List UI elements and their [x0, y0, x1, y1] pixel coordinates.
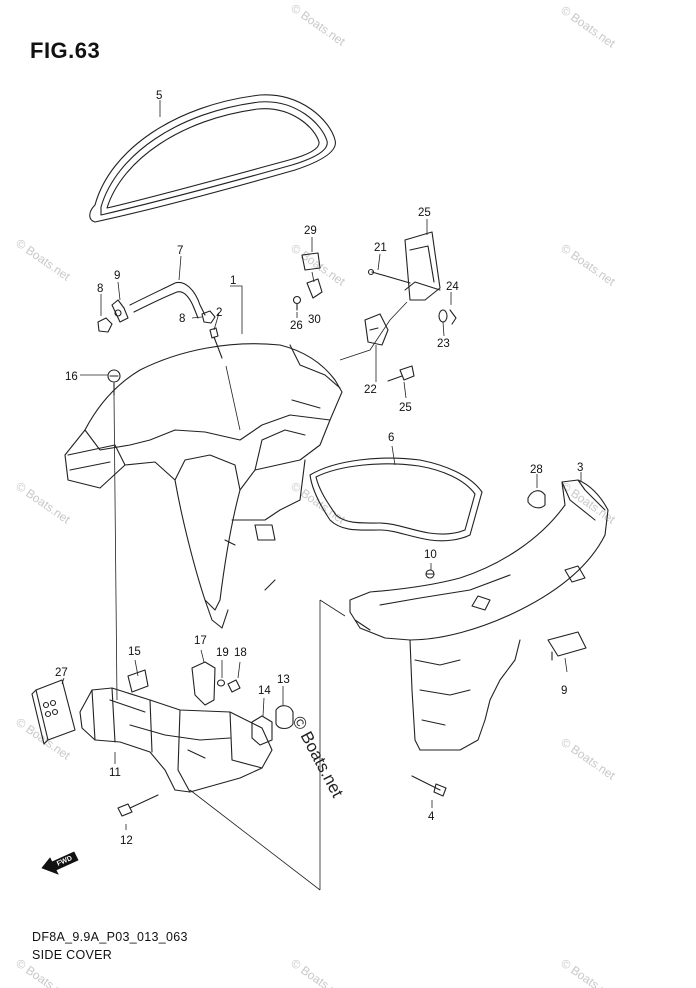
figure-name: SIDE COVER — [32, 948, 113, 962]
leader-lines — [61, 100, 582, 891]
callout-number: 9 — [561, 685, 567, 697]
bolt-26-part — [387, 365, 415, 382]
callout-number: 4 — [428, 811, 435, 823]
figure-title: FIG.63 — [30, 38, 101, 63]
callout-number: 8 — [179, 313, 185, 325]
watermark: © Boats.net — [288, 1, 348, 49]
grommet-15-part — [251, 715, 273, 746]
callout-number: 27 — [55, 667, 68, 679]
nut-part — [97, 310, 216, 333]
side-cover-left-part — [64, 343, 343, 629]
callout-number: 22 — [364, 384, 377, 396]
callout-labels: 5 25 29 21 7 9 1 24 8 2 8 26 30 23 16 22… — [55, 90, 583, 847]
callout-number: 3 — [577, 462, 583, 474]
callout-number: 5 — [156, 90, 162, 102]
pad-part — [31, 679, 76, 745]
grommet-14-part — [275, 705, 294, 730]
callout-number: 7 — [177, 245, 183, 257]
lower-bracket-part — [79, 687, 273, 793]
callout-number: 24 — [446, 281, 459, 293]
bracket-small-part — [301, 252, 323, 299]
grommet-part — [527, 490, 546, 509]
callout-number: 23 — [437, 338, 450, 350]
callout-number: 26 — [290, 320, 303, 332]
clip-part — [111, 299, 129, 323]
callout-number: 25 — [399, 402, 412, 414]
callout-number: 21 — [374, 242, 387, 254]
screw-11-part — [425, 569, 435, 579]
callout-number: 10 — [424, 549, 437, 561]
callout-number: 25 — [418, 207, 431, 219]
washer-20-part — [216, 679, 226, 687]
latch-part — [404, 231, 441, 301]
callout-number: 12 — [120, 835, 133, 847]
bolt-4-part — [411, 775, 447, 797]
callout-number: 14 — [258, 685, 271, 697]
side-cover-right-part — [349, 479, 609, 751]
callout-number: 29 — [304, 225, 317, 237]
callout-number: 30 — [308, 314, 321, 326]
bumper-part — [547, 631, 587, 661]
screw-19-part — [227, 679, 241, 693]
callout-number: 16 — [65, 371, 78, 383]
watermark: © Boats.net — [288, 956, 348, 988]
watermark: © Boats.net — [288, 479, 348, 527]
watermark: © Boats.net — [13, 236, 73, 284]
screw-small-part — [292, 295, 302, 311]
callout-number: 9 — [114, 270, 120, 282]
callout-number: 2 — [216, 307, 222, 319]
screw-part — [107, 369, 121, 396]
callout-number: 17 — [194, 635, 207, 647]
bracket-18-part — [191, 661, 216, 706]
watermark-large: © Boats.net — [288, 713, 347, 801]
callout-number: 13 — [277, 674, 290, 686]
cover-seal-part — [309, 457, 483, 542]
watermark: © Boats.net — [558, 956, 618, 988]
watermark: © Boats.net — [13, 479, 73, 527]
seal-ring-part — [89, 94, 336, 223]
callout-number: 8 — [97, 283, 103, 295]
fwd-arrow-icon: FWD — [41, 851, 79, 875]
figure-code: DF8A_9.9A_P03_013_063 — [32, 930, 188, 944]
callout-number: 1 — [230, 275, 236, 287]
watermark: © Boats.net — [558, 3, 618, 51]
callout-number: 18 — [234, 647, 247, 659]
callout-number: 19 — [216, 647, 229, 659]
washer-part — [438, 309, 457, 325]
bolt-13-part — [117, 794, 159, 817]
callout-number: 6 — [388, 432, 394, 444]
pin-part — [367, 268, 411, 284]
hook-bracket-part — [364, 313, 389, 346]
callout-number: 15 — [128, 646, 141, 658]
bolt-part — [209, 327, 223, 359]
watermark: © Boats.net — [558, 241, 618, 289]
watermark: © Boats.net — [558, 735, 618, 783]
callout-number: 28 — [530, 464, 543, 476]
clip-16-part — [127, 669, 149, 693]
callout-number: 11 — [109, 767, 121, 779]
hose-part — [129, 281, 206, 319]
